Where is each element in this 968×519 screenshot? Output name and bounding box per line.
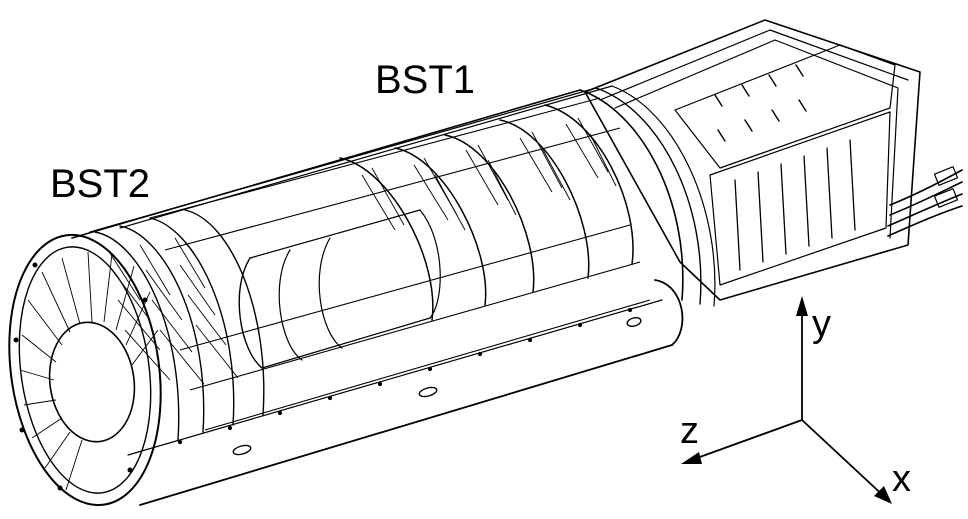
y-axis-label: y [812, 303, 831, 345]
z-axis-arrow [681, 419, 803, 464]
cables [887, 166, 963, 237]
inner-barrel [238, 209, 441, 369]
x-axis-arrow [801, 419, 892, 504]
end-cap-spokes [19, 251, 159, 491]
coordinate-axes [681, 296, 892, 504]
bst1-label: BST1 [375, 58, 476, 102]
y-axis-arrow [796, 296, 808, 421]
support-rings [94, 97, 651, 441]
z-axis-label: z [680, 410, 699, 452]
front-end-cap [8, 233, 162, 507]
x-axis-label: x [892, 458, 911, 500]
cylinder-shell [71, 85, 684, 506]
panel-slots-top [714, 64, 807, 142]
bst2-label: BST2 [50, 162, 151, 206]
panel-slots-bottom [734, 139, 856, 271]
electronics-module [579, 19, 963, 307]
rivet-row [177, 307, 633, 445]
